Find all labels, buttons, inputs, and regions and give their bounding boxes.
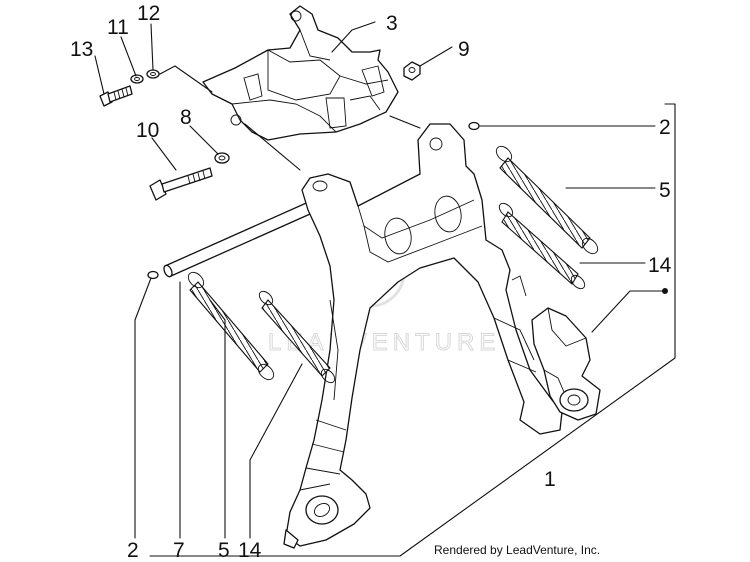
washer-11 <box>130 74 144 84</box>
washer-8 <box>214 152 230 164</box>
circlip-2-left <box>147 270 159 280</box>
callout-14-right: 14 <box>648 254 672 277</box>
main-stand <box>283 123 601 549</box>
bolt-13 <box>99 85 133 107</box>
callout-11: 11 <box>107 16 129 39</box>
spring-lower-middle <box>258 290 336 384</box>
callout-9: 9 <box>458 38 470 61</box>
callout-14-bottom: 14 <box>238 539 262 562</box>
spring-lower-left <box>187 271 275 381</box>
render-credit: Rendered by LeadVenture, Inc. <box>434 543 600 557</box>
callout-2-bottom: 2 <box>127 539 139 562</box>
callout-10: 10 <box>136 119 159 142</box>
callout-1: 1 <box>544 468 556 491</box>
leader-lines <box>94 21 676 557</box>
spring-upper-right <box>495 145 599 255</box>
callout-13: 13 <box>70 38 93 61</box>
pivot-rod <box>163 195 329 278</box>
bolt-10 <box>149 167 213 201</box>
callout-12: 12 <box>137 2 160 25</box>
spring-lower-right <box>498 202 586 290</box>
engine-bracket <box>202 5 399 141</box>
circlip-2-top <box>468 121 480 131</box>
callout-5-right: 5 <box>659 179 671 202</box>
callout-8: 8 <box>180 106 192 129</box>
nut-9 <box>403 61 421 81</box>
callout-3: 3 <box>386 12 398 35</box>
callout-5-bottom: 5 <box>218 539 230 562</box>
washer-12 <box>146 69 160 79</box>
callout-2-top: 2 <box>659 116 671 139</box>
callout-labels: 13 11 12 3 9 10 8 2 5 14 1 2 7 5 14 <box>70 2 672 562</box>
callout-7: 7 <box>173 539 185 562</box>
